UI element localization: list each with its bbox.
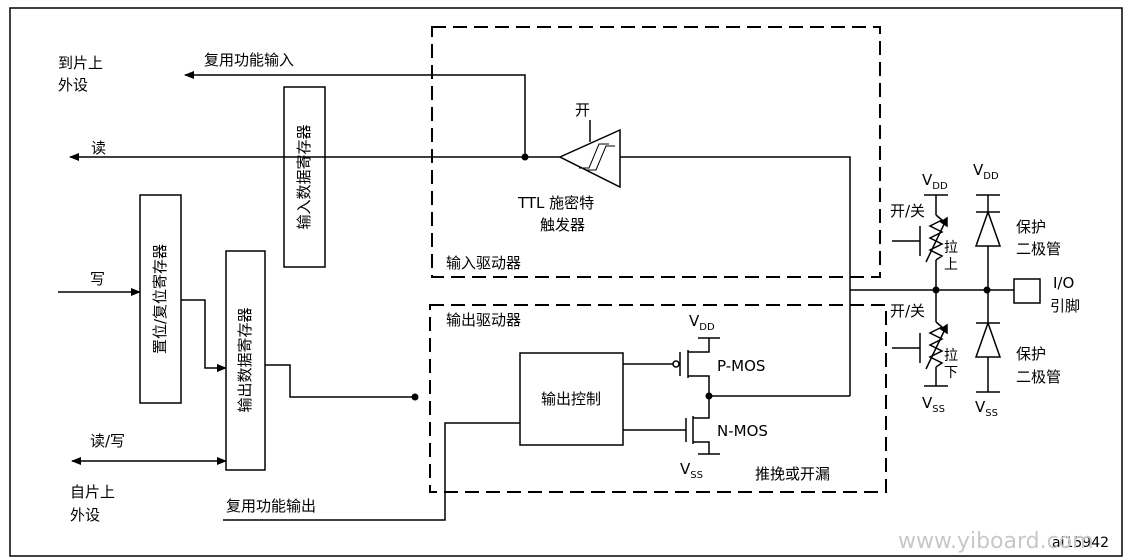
ttl-schmitt-label: 触发器	[540, 216, 585, 234]
watermark: www.yiboard.com	[898, 529, 1094, 554]
pull-up-resistor	[892, 194, 948, 290]
alt-function-input-label: 复用功能输入	[204, 51, 294, 69]
pull-down-resistor	[892, 290, 948, 387]
wires	[58, 71, 1014, 521]
set-reset-register-box	[139, 194, 182, 404]
protection-diode-label: 二极管	[1016, 368, 1061, 386]
from-peripheral-label: 外设	[70, 506, 100, 524]
vdd-label: VDD	[922, 171, 948, 192]
junction-dot	[521, 153, 529, 161]
write-label: 写	[90, 270, 105, 288]
vss-label: VSS	[680, 460, 703, 481]
nmos-label: N-MOS	[717, 422, 768, 440]
vss-label: VSS	[922, 394, 945, 415]
output-data-register-box	[225, 250, 266, 471]
output-control-box	[519, 352, 624, 446]
to-peripheral-label: 到片上	[58, 54, 103, 72]
io-pin-box	[1013, 278, 1041, 304]
pull-up-switch-label: 开/关	[890, 202, 925, 220]
protection-diode-top	[974, 194, 1002, 290]
output-driver-label: 输出驱动器	[446, 311, 521, 329]
input-data-register-box	[283, 86, 326, 268]
output-driver-box	[429, 304, 887, 493]
output-data-register-label: 输出数据寄存器	[236, 307, 254, 412]
pmos-label: P-MOS	[717, 357, 765, 375]
vss-label: VSS	[975, 398, 998, 419]
vdd-label: VDD	[973, 161, 999, 182]
pull-up-label: 上	[944, 257, 958, 273]
io-pin-label: 引脚	[1050, 297, 1080, 315]
pull-down-label: 拉	[944, 348, 958, 364]
input-driver-label: 输入驱动器	[446, 254, 521, 272]
read-write-label: 读/写	[90, 432, 125, 450]
pull-down-switch-label: 开/关	[890, 302, 925, 320]
alt-function-output-label: 复用功能输出	[226, 497, 316, 515]
input-driver-box	[431, 26, 881, 278]
ttl-schmitt-label: TTL 施密特	[517, 194, 594, 212]
pull-up-label: 拉	[944, 240, 958, 256]
read-label: 读	[91, 139, 106, 157]
input-data-register-label: 输入数据寄存器	[295, 124, 313, 229]
protection-diode-label: 保护	[1016, 218, 1046, 236]
to-peripheral-label: 外设	[58, 76, 88, 94]
output-control-label: 输出控制	[541, 390, 601, 408]
figure-code: ai15942	[1052, 535, 1109, 551]
io-pin-label: I/O	[1053, 274, 1074, 292]
outer-frame	[9, 7, 1123, 557]
junction-dot	[983, 286, 991, 294]
set-reset-register-label: 置位/复位寄存器	[151, 244, 169, 354]
protection-diode-bottom	[974, 290, 1002, 393]
protection-diode-label: 二极管	[1016, 240, 1061, 258]
pmos-transistor	[672, 337, 720, 396]
pull-down-label: 下	[944, 365, 958, 381]
schmitt-trigger-symbol	[558, 120, 621, 189]
nmos-transistor	[685, 396, 720, 455]
push-pull-label: 推挽或开漏	[755, 465, 830, 483]
protection-diode-label: 保护	[1016, 345, 1046, 363]
junction-dot	[411, 393, 419, 401]
trigger-on-label: 开	[575, 101, 590, 119]
vdd-label: VDD	[689, 312, 715, 333]
from-peripheral-label: 自片上	[70, 483, 115, 501]
